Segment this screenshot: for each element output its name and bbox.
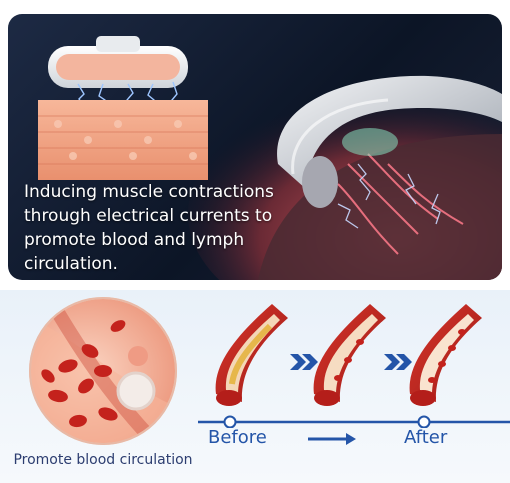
before-marker — [223, 415, 237, 428]
clogged-vessel — [215, 304, 288, 406]
blood-circulation-caption: Promote blood circulation — [13, 452, 193, 468]
clear-vessel — [409, 304, 482, 406]
after-label: After — [404, 427, 448, 448]
before-label: Before — [208, 427, 267, 448]
chevron-right-double-icon — [290, 354, 318, 370]
circulation-comparison-panel: Promote blood circulation — [0, 290, 510, 483]
blood-cells-illustration — [29, 297, 177, 445]
improving-vessel — [313, 304, 386, 406]
after-marker — [417, 415, 431, 428]
therapy-illustration-panel: Inducing muscle contractions through ele… — [8, 14, 502, 280]
therapy-illustration — [38, 36, 502, 280]
chevron-right-double-icon — [384, 354, 412, 370]
therapy-caption: Inducing muscle contractions through ele… — [24, 182, 274, 274]
arrow-right-icon — [308, 433, 356, 445]
vessel-comparison-diagram — [198, 304, 510, 428]
